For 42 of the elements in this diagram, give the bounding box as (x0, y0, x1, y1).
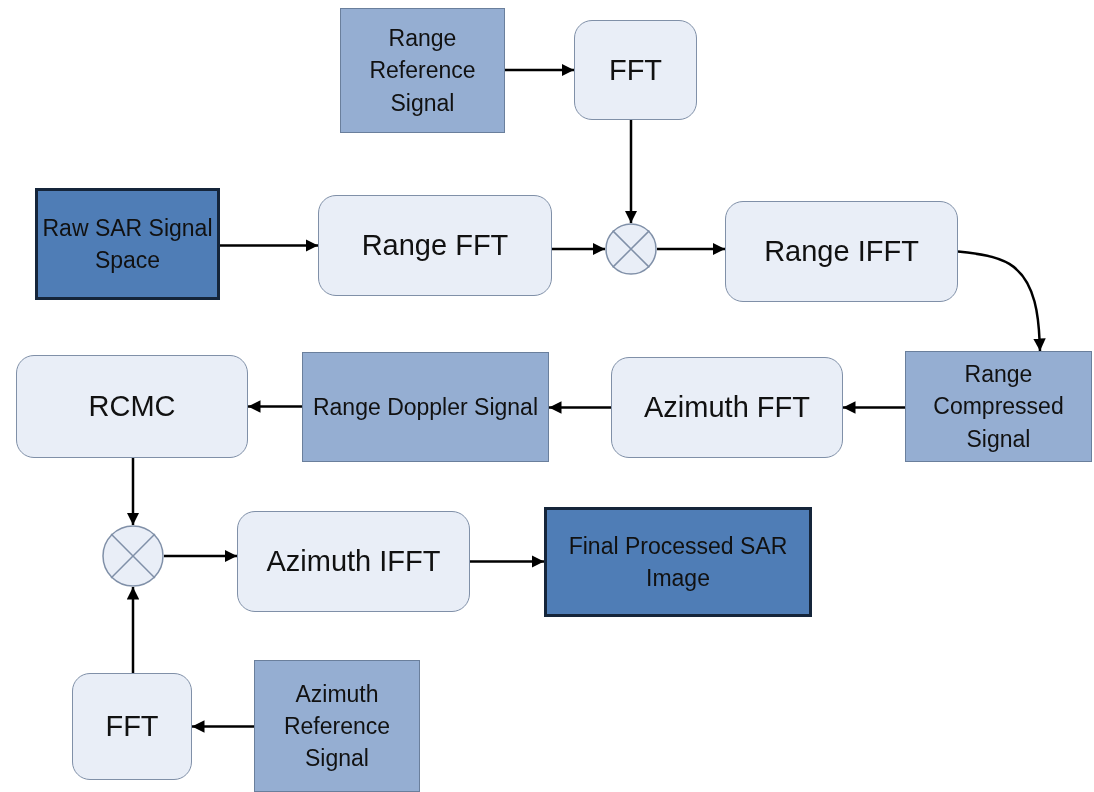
process-box (16, 355, 248, 458)
process-box (725, 201, 958, 302)
node-label: Azimuth IFFT (266, 545, 441, 578)
process-box (237, 511, 470, 612)
arrow (624, 120, 638, 223)
node-label: Range Doppler Signal (312, 392, 538, 422)
node-label: Range IFFT (764, 235, 919, 268)
node-label: Range FFT (361, 229, 509, 262)
arrow (248, 400, 302, 413)
node-label: Azimuth FFT (644, 391, 810, 424)
data-box (544, 507, 812, 617)
node-label: Range Compressed Signal (932, 360, 1065, 454)
node-label: Raw SAR Signal Space (41, 213, 214, 275)
signal-box (302, 352, 549, 462)
arrow (657, 242, 725, 256)
arrow (843, 401, 905, 414)
arrow (164, 549, 237, 563)
node-label: Final Processed SAR Image (567, 531, 789, 593)
arrow (470, 555, 544, 568)
process-box (72, 673, 192, 780)
node-label: FFT (105, 710, 159, 743)
signal-box (340, 8, 505, 133)
signal-box (905, 351, 1092, 462)
arrow (957, 250, 1046, 352)
node-label: Range Reference Signal (368, 24, 477, 118)
data-box (35, 188, 220, 300)
process-box (318, 195, 552, 296)
arrow (220, 239, 318, 252)
process-box (574, 20, 697, 120)
process-box (611, 357, 843, 458)
signal-box (254, 660, 420, 792)
multiplier-symbol (102, 525, 164, 587)
arrow (552, 242, 605, 256)
node-label: FFT (608, 53, 663, 87)
node-label: RCMC (88, 390, 176, 423)
arrow (192, 720, 254, 733)
node-label: Azimuth Reference Signal (282, 679, 392, 774)
arrow (505, 63, 574, 77)
multiplier-symbol (605, 223, 657, 275)
arrow (126, 458, 140, 525)
arrow (126, 587, 140, 673)
arrow (549, 401, 611, 414)
